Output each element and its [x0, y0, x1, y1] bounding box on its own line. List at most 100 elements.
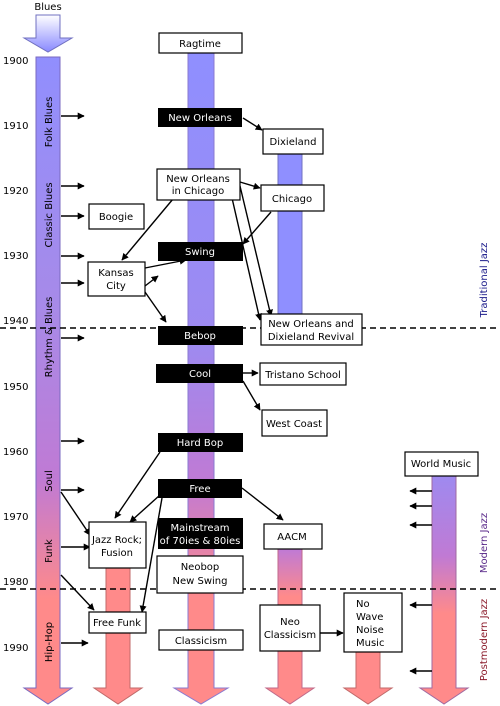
style-label: Kansas — [98, 268, 133, 279]
style-label: New Orleans — [168, 113, 232, 124]
blues-label-soul: Soul — [44, 470, 55, 492]
style-label: New Swing — [173, 576, 228, 587]
style-label: AACM — [277, 532, 306, 543]
style-box-free-funk: Free Funk — [88, 611, 147, 634]
style-label: Music — [356, 638, 384, 649]
no-wave-column — [342, 651, 394, 705]
arrow — [242, 211, 272, 245]
blues-influence-arrows — [60, 112, 95, 647]
style-label: World Music — [411, 459, 471, 470]
style-label: of 70ies & 80ies — [160, 536, 241, 547]
style-label: Swing — [185, 247, 215, 258]
year-label: 1990 — [3, 643, 28, 654]
blues-label-funk: Funk — [44, 539, 55, 563]
style-label: Ragtime — [179, 39, 221, 50]
year-label: 1980 — [3, 577, 28, 588]
blues-label-folk: Folk Blues — [44, 97, 55, 148]
style-label: Fusion — [101, 548, 133, 559]
style-label: Jazz Rock; — [91, 535, 142, 546]
year-label: 1910 — [3, 121, 28, 132]
arrow — [60, 574, 95, 611]
style-label: Bebop — [184, 331, 216, 342]
style-label: New Orleans and — [268, 319, 354, 330]
arrow — [129, 494, 161, 523]
style-box-cool: Cool — [156, 364, 243, 383]
arrow — [239, 185, 273, 317]
arrow — [239, 181, 261, 190]
arrow — [144, 257, 187, 269]
style-box-neobop: Neobop New Swing — [156, 555, 244, 594]
style-box-kansas-city: Kansas City — [87, 261, 146, 297]
style-label: Classicism — [264, 630, 316, 641]
style-box-new-orleans-chicago: New Orleans in Chicago — [156, 168, 241, 201]
style-box-world-music: World Music — [404, 451, 479, 477]
style-label: Dixieland Revival — [268, 332, 354, 343]
style-label: Neo — [280, 617, 300, 628]
style-label: No — [356, 599, 370, 610]
style-label: Free — [189, 484, 210, 495]
style-label: Mainstream — [171, 523, 230, 534]
year-label: 1970 — [3, 512, 28, 523]
style-label: Classicism — [175, 636, 227, 647]
style-box-dixieland: Dixieland — [262, 128, 324, 155]
year-label: 1940 — [3, 316, 28, 327]
style-box-new-orleans: New Orleans — [158, 108, 242, 127]
style-label: Chicago — [272, 194, 312, 205]
blues-label-hiphop: Hip-Hop — [44, 622, 55, 662]
style-label: Cool — [189, 369, 211, 380]
era-label-postmodern: Postmodern Jazz — [479, 599, 490, 681]
style-box-jazz-rock: Jazz Rock; Fusion — [88, 521, 147, 569]
dixieland-column — [277, 149, 303, 316]
style-label: in Chicago — [172, 186, 225, 197]
style-box-no-wave: No Wave Noise Music — [343, 592, 403, 653]
blues-label-rnb: Rhythm & Blues — [44, 297, 55, 378]
era-label-traditional: Traditional Jazz — [479, 243, 490, 319]
style-box-classicism: Classicism — [158, 629, 244, 651]
style-box-ragtime: Ragtime — [158, 32, 243, 54]
style-box-boogie: Boogie — [88, 203, 145, 230]
blues-top-arrow — [22, 14, 74, 53]
style-box-swing: Swing — [158, 242, 243, 261]
style-label: Neobop — [181, 562, 220, 573]
style-label: Hard Bop — [177, 438, 223, 449]
jazz-rock-column — [92, 567, 144, 705]
year-label: 1950 — [3, 382, 28, 393]
blues-top-label: Blues — [34, 2, 61, 13]
style-box-mainstream: Mainstream of 70ies & 80ies — [158, 518, 243, 549]
arrow — [144, 275, 159, 287]
style-box-hard-bop: Hard Bop — [158, 433, 243, 452]
world-music-arrows — [409, 487, 432, 675]
style-box-chicago: Chicago — [260, 184, 325, 212]
arrow — [231, 197, 263, 321]
arrow — [242, 117, 263, 131]
style-label: Dixieland — [270, 137, 317, 148]
world-music-column — [418, 475, 470, 705]
style-box-west-coast: West Coast — [261, 409, 328, 437]
style-label: Wave — [356, 612, 383, 623]
arrow — [241, 487, 284, 521]
style-box-aacm: AACM — [263, 523, 323, 550]
style-influence-arrows — [114, 117, 344, 637]
style-label: West Coast — [266, 419, 322, 430]
style-label: Noise — [356, 625, 384, 636]
style-label: Free Funk — [93, 618, 141, 629]
arrow — [60, 491, 91, 536]
style-box-free: Free — [158, 479, 242, 498]
arrow — [139, 497, 163, 613]
year-axis: 1900 1910 1920 1930 1940 1950 1960 1970 … — [3, 56, 28, 654]
style-label: New Orleans — [166, 174, 230, 185]
year-label: 1900 — [3, 56, 28, 67]
style-label: Boogie — [99, 212, 133, 223]
style-box-bebop: Bebop — [158, 326, 243, 345]
blues-column — [22, 56, 74, 705]
style-box-neo-classicism: Neo Classicism — [259, 604, 321, 652]
arrow — [144, 291, 167, 323]
style-box-tristano: Tristano School — [259, 362, 347, 386]
style-box-no-dixie-revival: New Orleans and Dixieland Revival — [260, 313, 363, 346]
style-label: Tristano School — [264, 370, 341, 381]
era-label-modern: Modern Jazz — [479, 513, 490, 573]
style-label: City — [106, 281, 126, 292]
year-label: 1960 — [3, 447, 28, 458]
arrow — [121, 198, 174, 261]
